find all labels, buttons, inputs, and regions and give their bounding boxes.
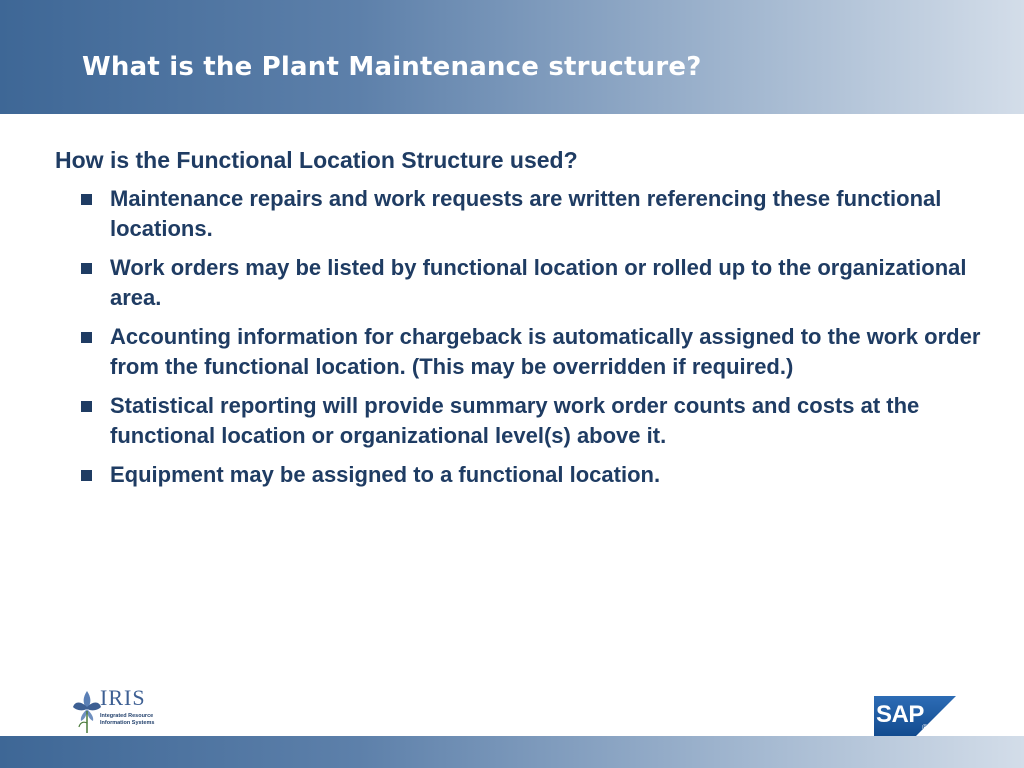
slide-title: What is the Plant Maintenance structure? bbox=[82, 52, 702, 82]
sap-logo-text: SAP bbox=[876, 701, 924, 728]
square-bullet-icon bbox=[81, 401, 92, 412]
bullet-text: Statistical reporting will provide summa… bbox=[110, 393, 920, 448]
sap-logo: SAP ® bbox=[874, 696, 956, 736]
bullet-list: Maintenance repairs and work requests ar… bbox=[80, 184, 1000, 499]
slide-subtitle: How is the Functional Location Structure… bbox=[55, 147, 578, 173]
bullet-text: Accounting information for chargeback is… bbox=[110, 324, 981, 379]
bullet-text: Maintenance repairs and work requests ar… bbox=[110, 186, 942, 241]
iris-tagline: Information Systems bbox=[100, 720, 155, 726]
iris-logo: IRIS Integrated Resource Information Sys… bbox=[72, 685, 162, 733]
bullet-item: Maintenance repairs and work requests ar… bbox=[80, 184, 1000, 244]
square-bullet-icon bbox=[81, 263, 92, 274]
footer-bar bbox=[0, 736, 1024, 768]
bullet-item: Statistical reporting will provide summa… bbox=[80, 391, 1000, 451]
iris-tagline: Integrated Resource bbox=[100, 713, 154, 719]
bullet-text: Equipment may be assigned to a functiona… bbox=[110, 462, 661, 487]
bullet-item: Accounting information for chargeback is… bbox=[80, 322, 1000, 382]
bullet-text: Work orders may be listed by functional … bbox=[110, 255, 967, 310]
bullet-item: Work orders may be listed by functional … bbox=[80, 253, 1000, 313]
iris-flower-icon bbox=[73, 691, 101, 733]
sap-logo-shape bbox=[874, 696, 956, 736]
title-bar: What is the Plant Maintenance structure? bbox=[0, 0, 1024, 114]
square-bullet-icon bbox=[81, 332, 92, 343]
bullet-item: Equipment may be assigned to a functiona… bbox=[80, 460, 1000, 490]
registered-mark: ® bbox=[922, 723, 928, 732]
square-bullet-icon bbox=[81, 470, 92, 481]
square-bullet-icon bbox=[81, 194, 92, 205]
iris-brand-text: IRIS bbox=[100, 685, 146, 710]
